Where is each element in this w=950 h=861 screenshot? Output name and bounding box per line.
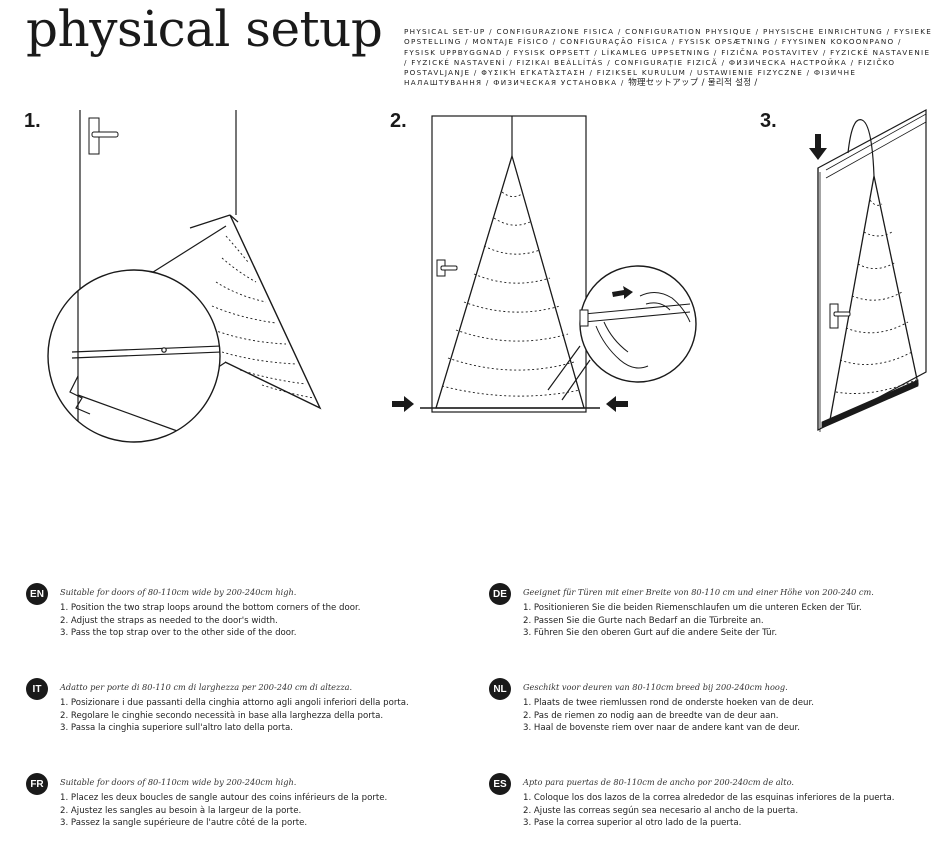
language-badge: EN [26, 583, 48, 605]
step-number-3: 3. [760, 110, 777, 132]
right-arrow-icon [392, 396, 414, 412]
page-title: physical setup [26, 0, 383, 58]
instruction-step: 2. Pas de riemen zo nodig aan de breedte… [523, 710, 779, 721]
instruction-step: 1. Plaats de twee riemlussen rond de ond… [523, 698, 814, 708]
instruction-step: 2. Regolare le cinghie secondo necessità… [60, 710, 384, 721]
instruction-step: 3. Passez la sangle supérieure de l'autr… [60, 818, 308, 829]
instruction-step: 3. Haal de bovenste riem over naar de an… [523, 723, 800, 734]
instruction-step: 1. Position the two strap loops around t… [60, 603, 361, 613]
figure-step-3 [817, 108, 927, 432]
right-arrow-icon [612, 286, 633, 299]
translations-text: physical set-up / configurazione fisica … [404, 27, 933, 88]
instruction-step: 1. Posizionare i due passanti della cing… [60, 698, 409, 708]
language-intro: Apto para puertas de 80-110cm de ancho p… [523, 777, 794, 787]
instruction-list: 1. Posizionare i due passanti della cing… [60, 697, 409, 735]
instruction-step: 2. Passen Sie die Gurte nach Bedarf an d… [523, 615, 764, 626]
language-badge: IT [26, 678, 48, 700]
instruction-step: 1. Placez les deux boucles de sangle aut… [60, 793, 388, 803]
instruction-step: 3. Pass the top strap over to the other … [60, 628, 297, 639]
instruction-step: 2. Ajuste las correas según sea necesari… [523, 805, 799, 816]
instruction-list: 1. Placez les deux boucles de sangle aut… [60, 792, 387, 830]
instruction-list: 1. Plaats de twee riemlussen rond de ond… [523, 697, 814, 735]
language-badge: FR [26, 773, 48, 795]
instruction-step: 3. Pase la correa superior al otro lado … [523, 818, 742, 829]
door-handle-icon [829, 303, 851, 329]
down-arrow-icon [809, 134, 827, 160]
left-arrow-icon [606, 396, 628, 412]
instruction-step: 3. Passa la cinghia superiore sull'altro… [60, 723, 293, 734]
language-intro: Suitable for doors of 80-110cm wide by 2… [60, 587, 297, 597]
language-badge: DE [489, 583, 511, 605]
instruction-list: 1. Position the two strap loops around t… [60, 602, 360, 640]
language-intro: Geschikt voor deuren van 80-110cm breed … [523, 682, 788, 692]
door-handle-icon [436, 259, 458, 277]
instruction-list: 1. Positionieren Sie die beiden Riemensc… [523, 602, 862, 640]
language-badge: NL [489, 678, 511, 700]
language-intro: Adatto per porte di 80-110 cm di larghez… [60, 682, 353, 692]
instruction-step: 1. Coloque los dos lazos de la correa al… [523, 793, 895, 803]
setup-illustrations [47, 108, 927, 443]
instruction-step: 2. Adjust the straps as needed to the do… [60, 615, 278, 626]
step-number-1: 1. [24, 110, 41, 132]
instruction-step: 2. Ajustez les sangles au besoin à la la… [60, 805, 302, 816]
language-badge: ES [489, 773, 511, 795]
door-handle-icon [88, 117, 119, 155]
translations-cjk: 物理セットアップ / 물리적 설정 / [628, 78, 758, 89]
language-intro: Suitable for doors of 80-110cm wide by 2… [60, 777, 297, 787]
instruction-list: 1. Coloque los dos lazos de la correa al… [523, 792, 894, 830]
figure-step-1 [47, 110, 322, 443]
title-translations: physical set-up / configurazione fisica … [404, 27, 934, 89]
language-intro: Geeignet für Türen mit einer Breite von … [523, 587, 874, 597]
figure-step-2 [420, 115, 697, 413]
instruction-step: 3. Führen Sie den oberen Gurt auf die an… [523, 628, 778, 639]
step-number-2: 2. [390, 110, 407, 132]
instruction-step: 1. Positionieren Sie die beiden Riemensc… [523, 603, 862, 613]
